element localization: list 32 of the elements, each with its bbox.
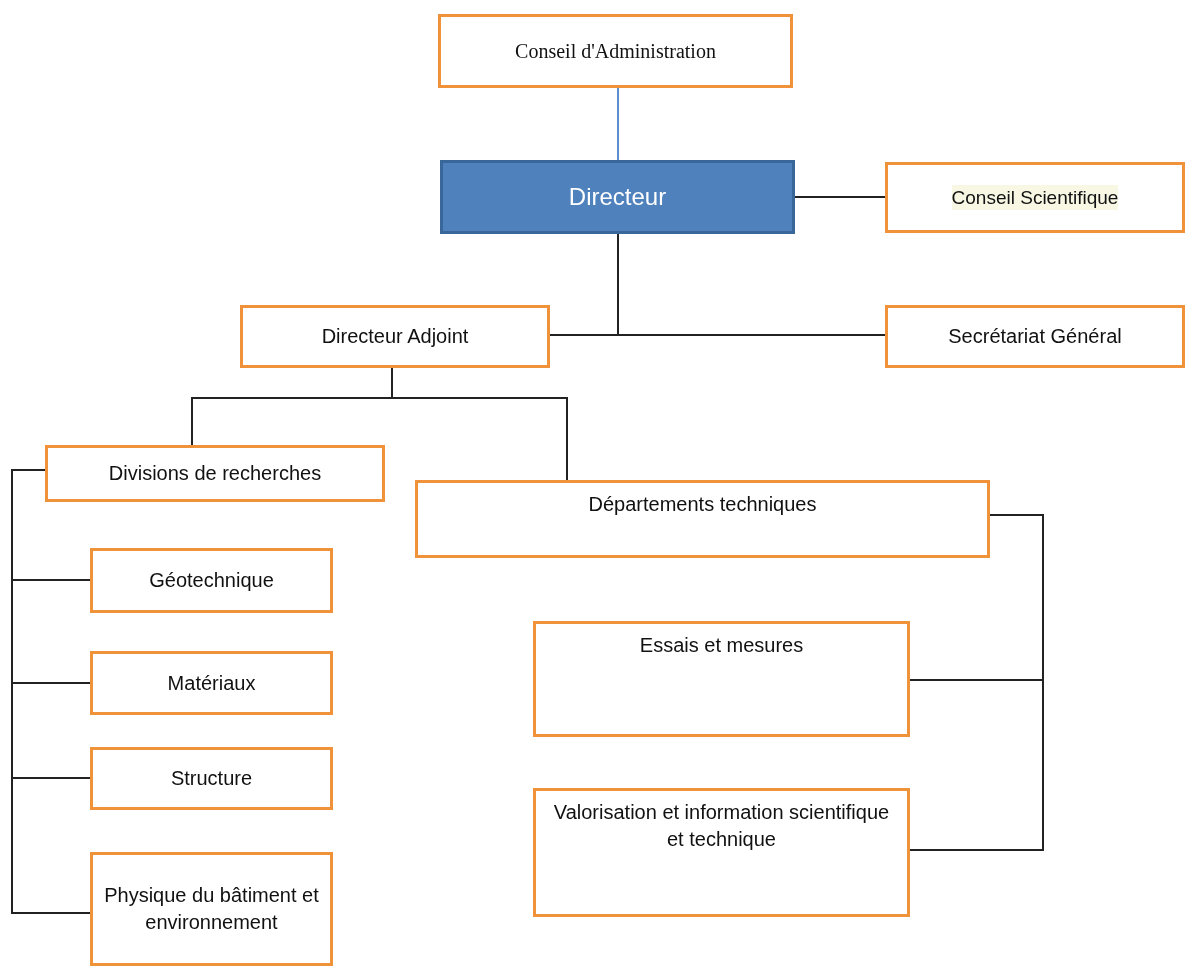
box-label: Essais et mesures <box>639 633 804 658</box>
connector-line <box>617 233 886 336</box>
org-box <box>533 788 910 917</box>
org-box <box>885 305 1185 368</box>
org-box <box>885 162 1185 233</box>
org-box <box>415 480 990 558</box>
box-label: Divisions de recherches <box>108 461 322 486</box>
org-box <box>438 14 793 88</box>
org-box <box>533 621 910 737</box>
org-box <box>45 445 385 502</box>
connector-line <box>11 469 91 914</box>
box-label: Géotechnique <box>149 568 274 593</box>
connector-line <box>617 87 619 161</box>
org-box <box>90 548 333 613</box>
box-label: Valorisation et information scientifique et technique <box>552 800 891 852</box>
box-label: Conseil d'Administration <box>515 38 716 64</box>
director-box <box>440 160 795 234</box>
box-label: Conseil Scientifique <box>951 184 1119 211</box>
org-box <box>90 747 333 810</box>
box-label: Directeur Adjoint <box>321 324 469 349</box>
connector-line <box>794 196 886 198</box>
org-box <box>90 852 333 966</box>
box-label: Directeur <box>568 181 667 212</box>
box-label: Physique du bâtiment et environnement <box>103 883 320 935</box>
org-box <box>240 305 550 368</box>
connector-line <box>391 367 568 481</box>
box-label: Départements techniques <box>588 492 817 517</box>
connector-line <box>909 514 1044 851</box>
box-label: Structure <box>170 766 253 791</box>
org-box <box>90 651 333 715</box>
box-label: Secrétariat Général <box>948 324 1122 349</box>
box-label: Matériaux <box>167 670 256 696</box>
